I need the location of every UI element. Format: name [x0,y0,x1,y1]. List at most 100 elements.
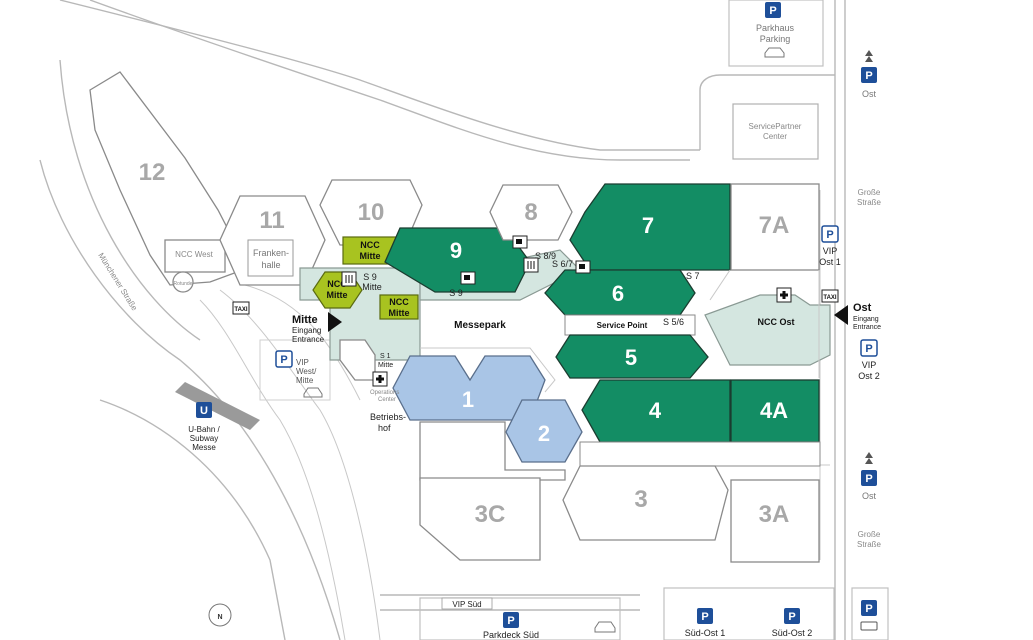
frankenhalle-label-1: Franken- [253,248,289,258]
hall-2[interactable] [505,399,583,463]
ost-bottom-label: Ost [862,491,877,501]
parking-sued-ost1[interactable]: P Süd-Ost 1 [685,608,726,638]
parking-bus[interactable]: P [860,600,878,631]
hall-7a-label: 7A [759,212,790,239]
ubahn-label-2: Subway [190,434,218,443]
rotunde-building[interactable] [172,271,194,293]
tree-icon [865,50,873,62]
parkhaus-p-icon: P [769,5,776,17]
stop-s9-mitte-2: Mitte [362,282,382,292]
stop-s7: S 7 [686,271,700,281]
taxi-west[interactable]: TAXI [232,301,250,315]
parking-ost-bottom[interactable]: P Ost [861,452,877,501]
arrow-right-icon [328,312,342,332]
car-icon-3 [303,387,323,398]
vip-west-label-3: Mitte [296,376,314,385]
vip-west-label-1: VIP [296,358,309,367]
hall-4a[interactable] [730,379,820,443]
hall-3a-label: 3A [759,501,790,528]
ncc-mitte-small-label-1: NCC [389,297,409,307]
parking-parkhaus[interactable]: P Parkhaus Parking [756,2,795,58]
vip-ost2-label-1: VIP [862,360,877,370]
south-east-concourse [579,441,821,467]
entrance-mitte-de: Eingang [292,326,321,335]
car-icon-2 [594,621,616,633]
operations-label-2: Center [378,397,396,403]
road-network [39,0,889,640]
ncc-west-building[interactable] [164,239,226,273]
messepark-label: Messepark [454,320,506,331]
tree-icon-2 [865,452,873,464]
ncc-mitte-top-label-1: NCC [360,240,380,250]
stop-s89: S 8/9 [535,251,556,261]
ost-top-p-icon: P [865,70,872,82]
hall-1[interactable] [392,355,546,421]
cafe-icon [512,235,528,249]
parking-vip-ost2[interactable]: P VIP Ost 2 [858,339,880,381]
cafe-icon-3 [575,260,591,274]
operations-area [339,339,376,381]
sued-ost2-label: Süd-Ost 2 [772,628,813,638]
hall-3a[interactable] [730,479,820,563]
stop-s67: S 6/7 [552,259,573,269]
frankenhalle-label-2: halle [261,260,280,270]
entrance-ost[interactable]: Ost Eingang Entrance [834,302,881,331]
entrance-mitte[interactable]: Mitte Eingang Entrance [292,312,342,344]
parking-vip-ost1[interactable]: P VIP Ost 1 [819,225,841,267]
ncc-ost-label: NCC Ost [757,317,794,327]
ubahn-u-icon: U [200,405,208,417]
hall-12[interactable] [89,71,249,286]
entrance-mitte-title: Mitte [292,314,318,326]
hall-6-label: 6 [612,281,624,306]
subway-platform [175,382,260,430]
frankenhalle-building[interactable] [247,239,294,277]
hall-5[interactable] [555,334,709,379]
stop-s1-mitte-1: S 1 [380,353,391,360]
parking-ost-top[interactable]: P Ost [861,50,877,99]
ncc-mitte-hex-label-1: NCC [327,279,347,289]
first-aid-icon [372,371,388,387]
stop-s56: S 5/6 [663,317,684,327]
grosse-strasse-top-1: Große [858,188,881,197]
entrance-ost-title: Ost [853,302,872,314]
messepark-walkway [420,347,556,393]
parkhaus-label-1: Parkhaus [756,23,795,33]
parking-parkdeck-sued[interactable]: P Parkdeck Süd [483,612,616,640]
hall-11-label: 11 [259,207,284,234]
hall-12-label: 12 [139,159,166,186]
ubahn-station[interactable]: U U-Bahn / Subway Messe [175,382,260,452]
ncc-west-label: NCC West [175,250,213,259]
first-aid-icon-2 [776,287,792,303]
taxi-ost[interactable]: TAXI [821,289,839,303]
vip-ost1-label-1: VIP [823,246,838,256]
hall-3c[interactable] [419,477,541,561]
ncc-ost-building[interactable] [704,294,831,366]
vip-ost2-p-icon: P [865,343,872,355]
compass-n: N [217,614,222,621]
betriebshof-label-1: Betriebs- [370,412,406,422]
stop-s9: S 9 [449,288,463,298]
hall-3[interactable] [562,465,729,541]
hall-10-label: 10 [358,199,385,226]
vip-west-label-2: West/ [296,367,317,376]
parkdeck-sued-label: Parkdeck Süd [483,630,539,640]
hall-3c-label: 3C [475,501,506,528]
parkhaus-label-2: Parking [760,34,791,44]
sued-ost1-p-icon: P [701,611,708,623]
bus-icon [860,621,878,631]
stop-s9-mitte-1: S 9 [363,272,377,282]
hall-8[interactable] [489,184,573,241]
vip-ost1-label-2: Ost 1 [819,257,841,267]
entrance-ost-en: Entrance [853,324,881,331]
vip-ost2-label-2: Ost 2 [858,371,880,381]
parking-sued-ost2[interactable]: P Süd-Ost 2 [772,608,813,638]
compass: N [208,603,232,627]
ost-top-label: Ost [862,89,877,99]
hall-7a[interactable] [730,183,820,271]
ubahn-label-3: Messe [192,443,216,452]
car-icon [764,47,785,58]
parking-vip-west[interactable]: P VIP West/ Mitte [275,350,323,398]
vip-sued[interactable]: VIP Süd [441,597,493,610]
ncc-mitte-small[interactable] [379,294,419,320]
hall-1-label: 1 [462,387,474,412]
